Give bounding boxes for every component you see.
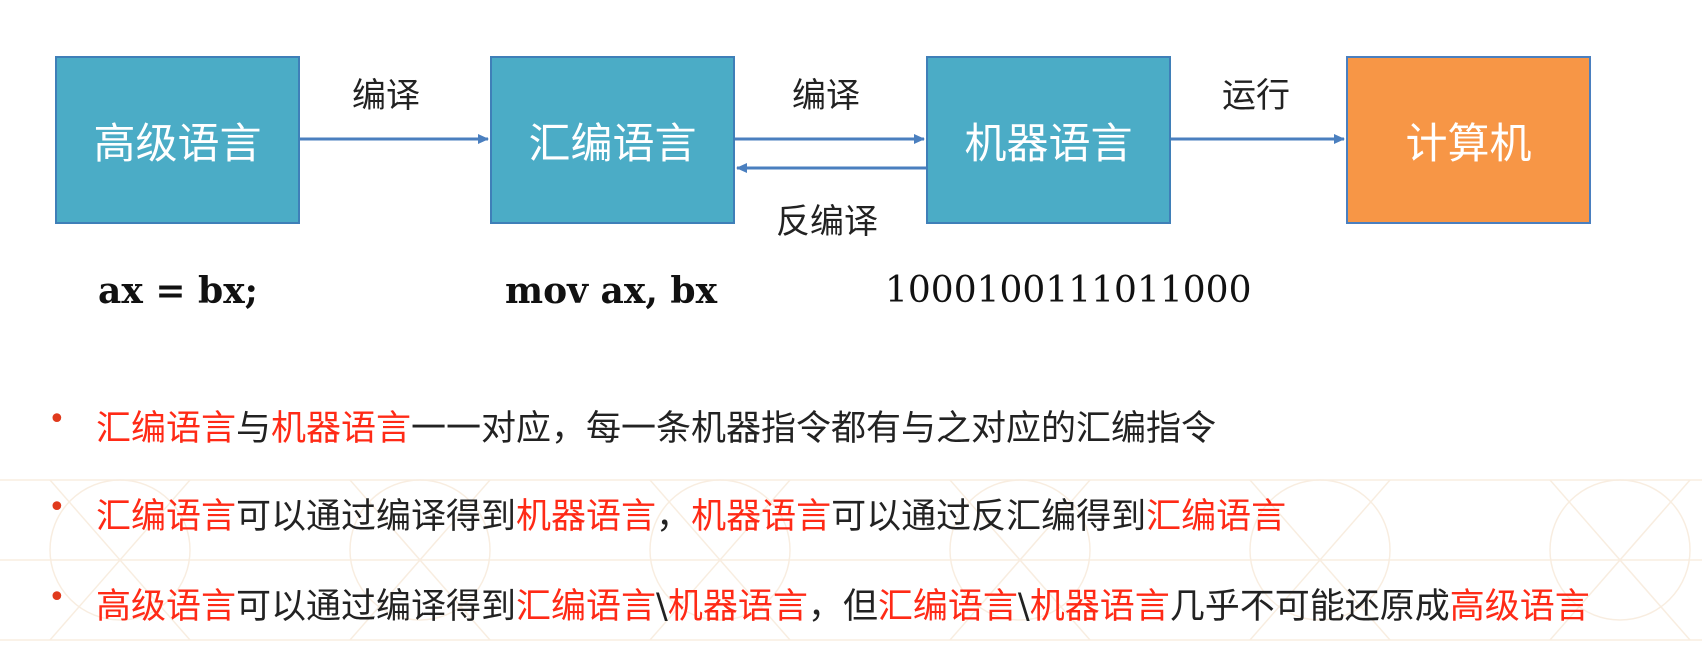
highlight-term: 机器语言	[691, 497, 832, 537]
bullet-text-2: 汇编语言可以通过编译得到机器语言，机器语言可以通过反汇编得到汇编语言	[96, 488, 1286, 539]
node-computer-label: 计算机	[1405, 118, 1532, 168]
bullet-segment: \	[656, 587, 668, 627]
bullet-dot-icon: •	[48, 490, 66, 525]
node-machine-language: 机器语言	[926, 56, 1171, 224]
highlight-term: 汇编语言	[1146, 497, 1287, 537]
background-pattern	[0, 479, 1702, 641]
example-assembly-code: mov ax, bx	[505, 270, 718, 312]
bullet-text-1: 汇编语言与机器语言一一对应，每一条机器指令都有与之对应的汇编指令	[96, 400, 1216, 451]
bullet-segment: ，但	[807, 587, 878, 627]
bullet-segment: \	[1017, 587, 1030, 627]
highlight-term: 汇编语言	[96, 409, 237, 449]
bullet-segment: 一一对应，每一条机器指令都有与之对应的汇编指令	[411, 409, 1217, 449]
bullet-segment: 可以通过编译得到	[236, 497, 517, 537]
bullet-segment: 可以通过反汇编得到	[831, 497, 1147, 537]
node-computer: 计算机	[1346, 56, 1591, 224]
bullet-segment: 可以通过编译得到	[236, 587, 517, 627]
highlight-term: 机器语言	[271, 409, 412, 449]
bullet-dot-icon: •	[48, 580, 66, 615]
highlight-term: 机器语言	[667, 587, 808, 627]
example-high-level-code: ax = bx;	[98, 270, 258, 312]
highlight-term: 汇编语言	[96, 497, 237, 537]
node-machine-label: 机器语言	[964, 118, 1133, 168]
highlight-term: 高级语言	[96, 587, 237, 627]
node-high-level-language: 高级语言	[55, 56, 300, 224]
edge-label-disassemble: 反编译	[776, 202, 878, 242]
bullet-segment: 与	[236, 409, 272, 449]
edge-label-run: 运行	[1222, 76, 1290, 116]
node-assembly-language: 汇编语言	[490, 56, 735, 224]
highlight-term: 机器语言	[1029, 587, 1170, 627]
edge-label-compile-1: 编译	[352, 76, 420, 116]
example-machine-code: 1000100111011000	[885, 270, 1252, 311]
highlight-term: 汇编语言	[877, 587, 1018, 627]
node-assembly-label: 汇编语言	[528, 118, 697, 168]
bullet-text-3: 高级语言可以通过编译得到汇编语言\机器语言，但汇编语言\机器语言几乎不可能还原成…	[96, 578, 1590, 629]
highlight-term: 机器语言	[516, 497, 657, 537]
bullet-segment: ，	[656, 497, 692, 537]
bullet-dot-icon: •	[48, 402, 66, 437]
edge-label-compile-2: 编译	[792, 76, 860, 116]
node-high-level-label: 高级语言	[93, 118, 262, 168]
highlight-term: 汇编语言	[516, 587, 657, 627]
highlight-term: 高级语言	[1449, 587, 1590, 627]
bullet-segment: 几乎不可能还原成	[1169, 587, 1450, 627]
